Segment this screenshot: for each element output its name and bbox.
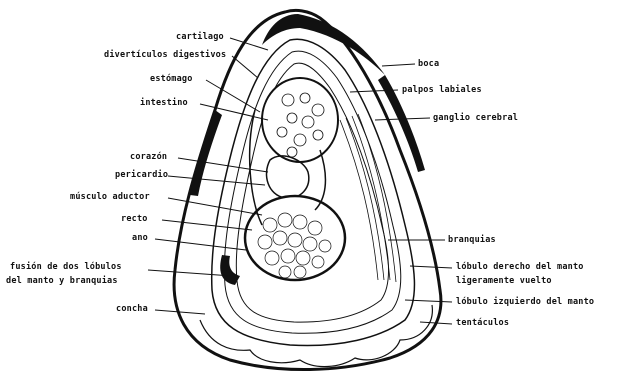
shell-outline — [174, 10, 441, 369]
label-concha: concha — [116, 304, 148, 314]
label-intestino: intestino — [140, 98, 188, 108]
label-lobulo-derecho-line1: lóbulo derecho del manto — [456, 262, 584, 272]
digestive-gland — [262, 78, 338, 162]
label-palpos-labiales: palpos labiales — [402, 85, 482, 95]
label-boca: boca — [418, 59, 439, 69]
label-branquias: branquias — [448, 235, 496, 245]
label-diverticulos: divertículos digestivos — [104, 50, 226, 60]
shell-dark-edge-left — [190, 110, 222, 196]
label-ano: ano — [132, 233, 148, 243]
label-corazon: corazón — [130, 152, 167, 162]
mantle-fusion-dark — [220, 255, 240, 285]
label-estomago: estómago — [150, 74, 193, 84]
label-pericardio: pericardio — [115, 170, 168, 180]
shell-dark-edge-top — [262, 14, 385, 75]
label-ganglio-cerebral: ganglio cerebral — [433, 113, 518, 123]
adductor-muscle — [245, 196, 345, 280]
label-lobulo-izquierdo: lóbulo izquierdo del manto — [456, 297, 594, 307]
shell-scallops — [200, 305, 432, 367]
label-lobulo-derecho-line2: ligeramente vuelto — [456, 276, 552, 286]
label-cartilago: cartilago — [176, 32, 224, 42]
label-musculo-aductor: músculo aductor — [70, 192, 150, 202]
label-fusion-line2: del manto y branquias — [6, 276, 118, 286]
label-tentaculos: tentáculos — [456, 318, 509, 328]
label-fusion-line1: fusión de dos lóbulos — [10, 262, 122, 272]
label-recto: recto — [121, 214, 148, 224]
